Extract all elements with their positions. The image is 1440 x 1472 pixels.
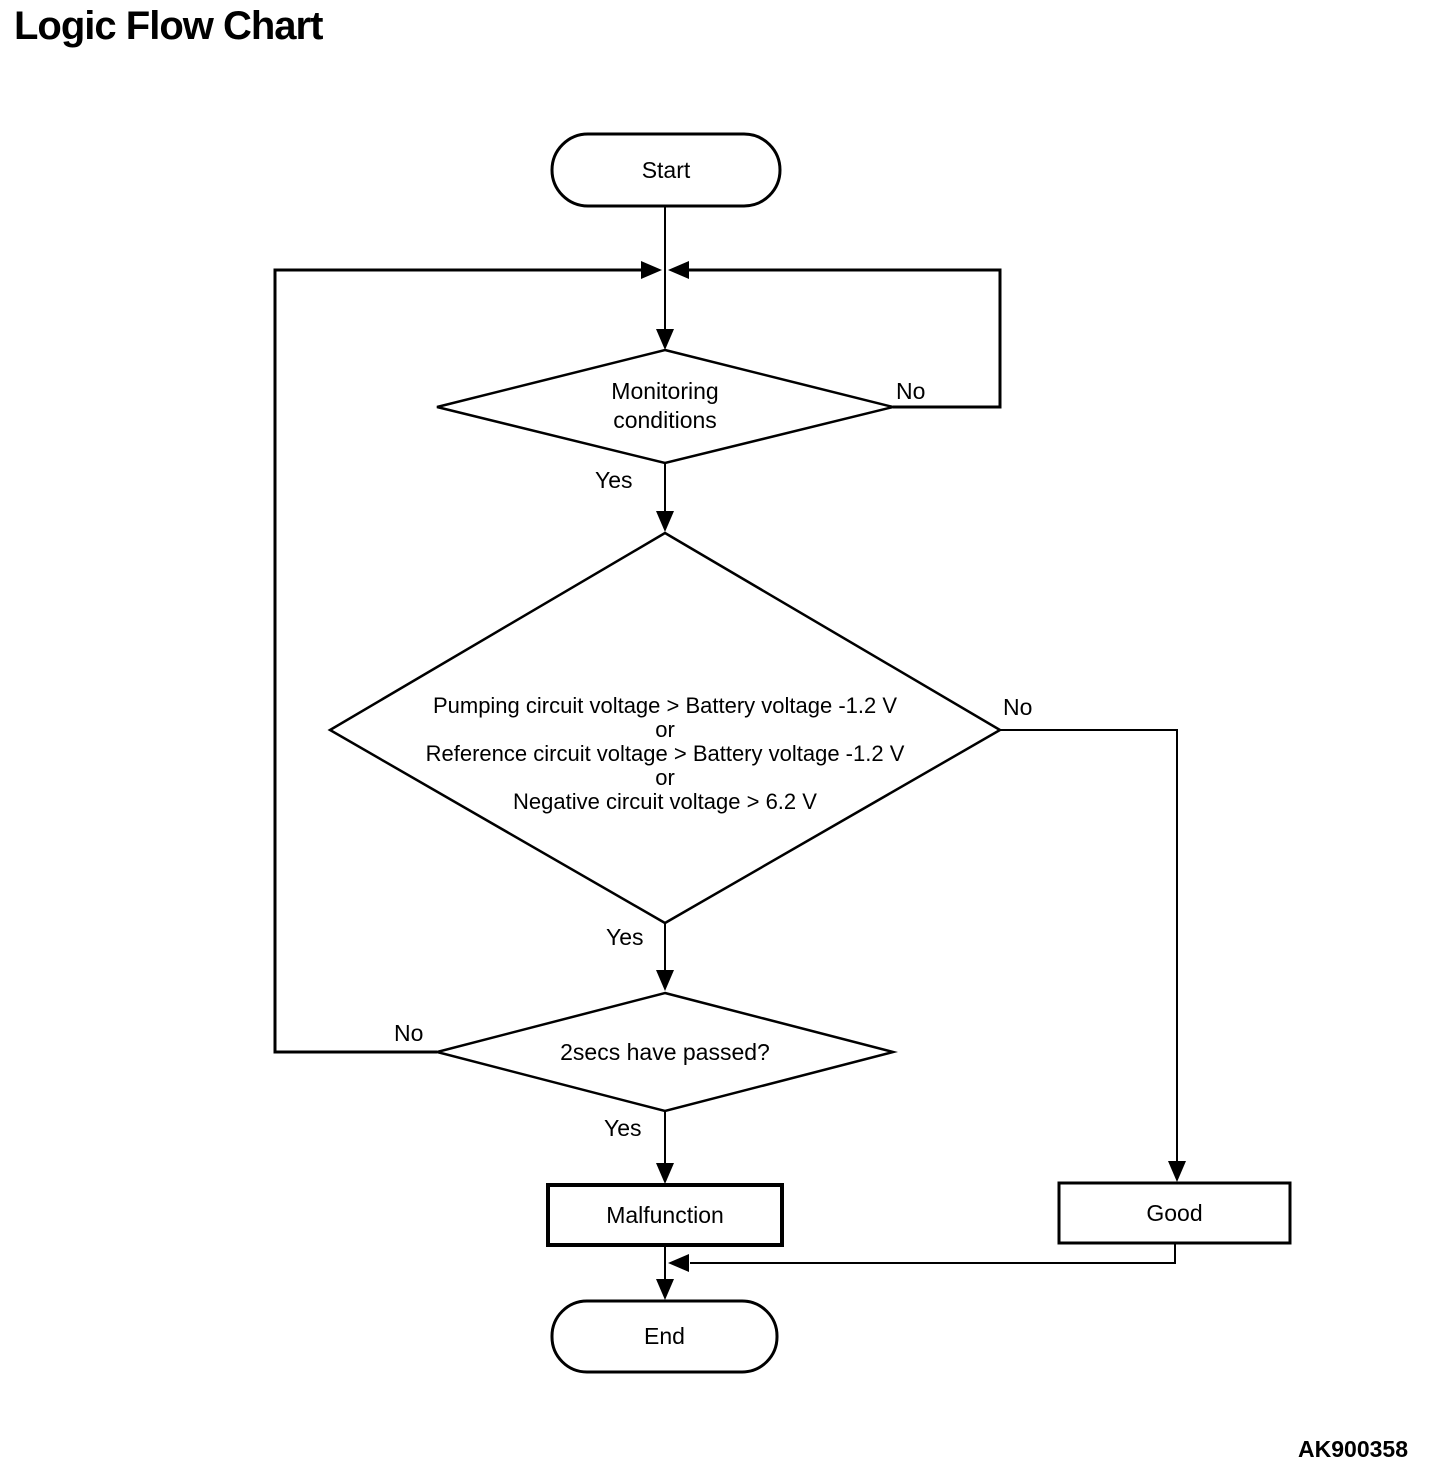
figure-code: AK900358 — [1298, 1436, 1408, 1462]
arrowhead-loop-right-icon — [668, 261, 689, 279]
voltage-check-decision-label: Pumping circuit voltage > Battery voltag… — [425, 693, 905, 814]
monitoring-no-label: No — [896, 378, 926, 404]
malfunction-node-label: Malfunction — [606, 1201, 724, 1228]
end-node-shape — [550, 1299, 779, 1374]
monitoring-decision-label: Monitoring conditions — [611, 378, 719, 433]
timer-yes-label: Yes — [604, 1115, 642, 1141]
edge-timer-no-loop-line — [273, 268, 644, 1054]
edge-good-to-end-line — [690, 1243, 1176, 1264]
arrowhead-into-voltage-check-icon — [656, 511, 674, 532]
end-node-label: End — [644, 1323, 685, 1349]
arrowhead-into-monitoring-icon — [656, 329, 674, 350]
timer-no-label: No — [394, 1020, 424, 1046]
start-node-shape — [550, 132, 782, 208]
monitoring-yes-label: Yes — [595, 467, 633, 493]
arrowhead-loop-left-icon — [641, 261, 662, 279]
arrowhead-into-end-icon — [656, 1279, 674, 1300]
edge-voltage-check-no-line — [1000, 729, 1178, 1164]
start-node-label: Start — [641, 156, 691, 183]
timer-decision-label: 2secs have passed? — [560, 1038, 770, 1065]
voltage-check-yes-label: Yes — [606, 924, 644, 950]
arrowhead-good-join-icon — [668, 1254, 689, 1272]
arrowhead-into-malfunction-icon — [656, 1163, 674, 1184]
voltage-check-no-label: No — [1003, 694, 1033, 720]
good-node-label: Good — [1146, 1199, 1203, 1226]
arrowhead-into-good-icon — [1168, 1161, 1186, 1182]
arrowhead-into-timer-icon — [656, 970, 674, 991]
edge-monitoring-no-loop-line — [687, 268, 1002, 409]
page-title: Logic Flow Chart — [14, 4, 323, 48]
